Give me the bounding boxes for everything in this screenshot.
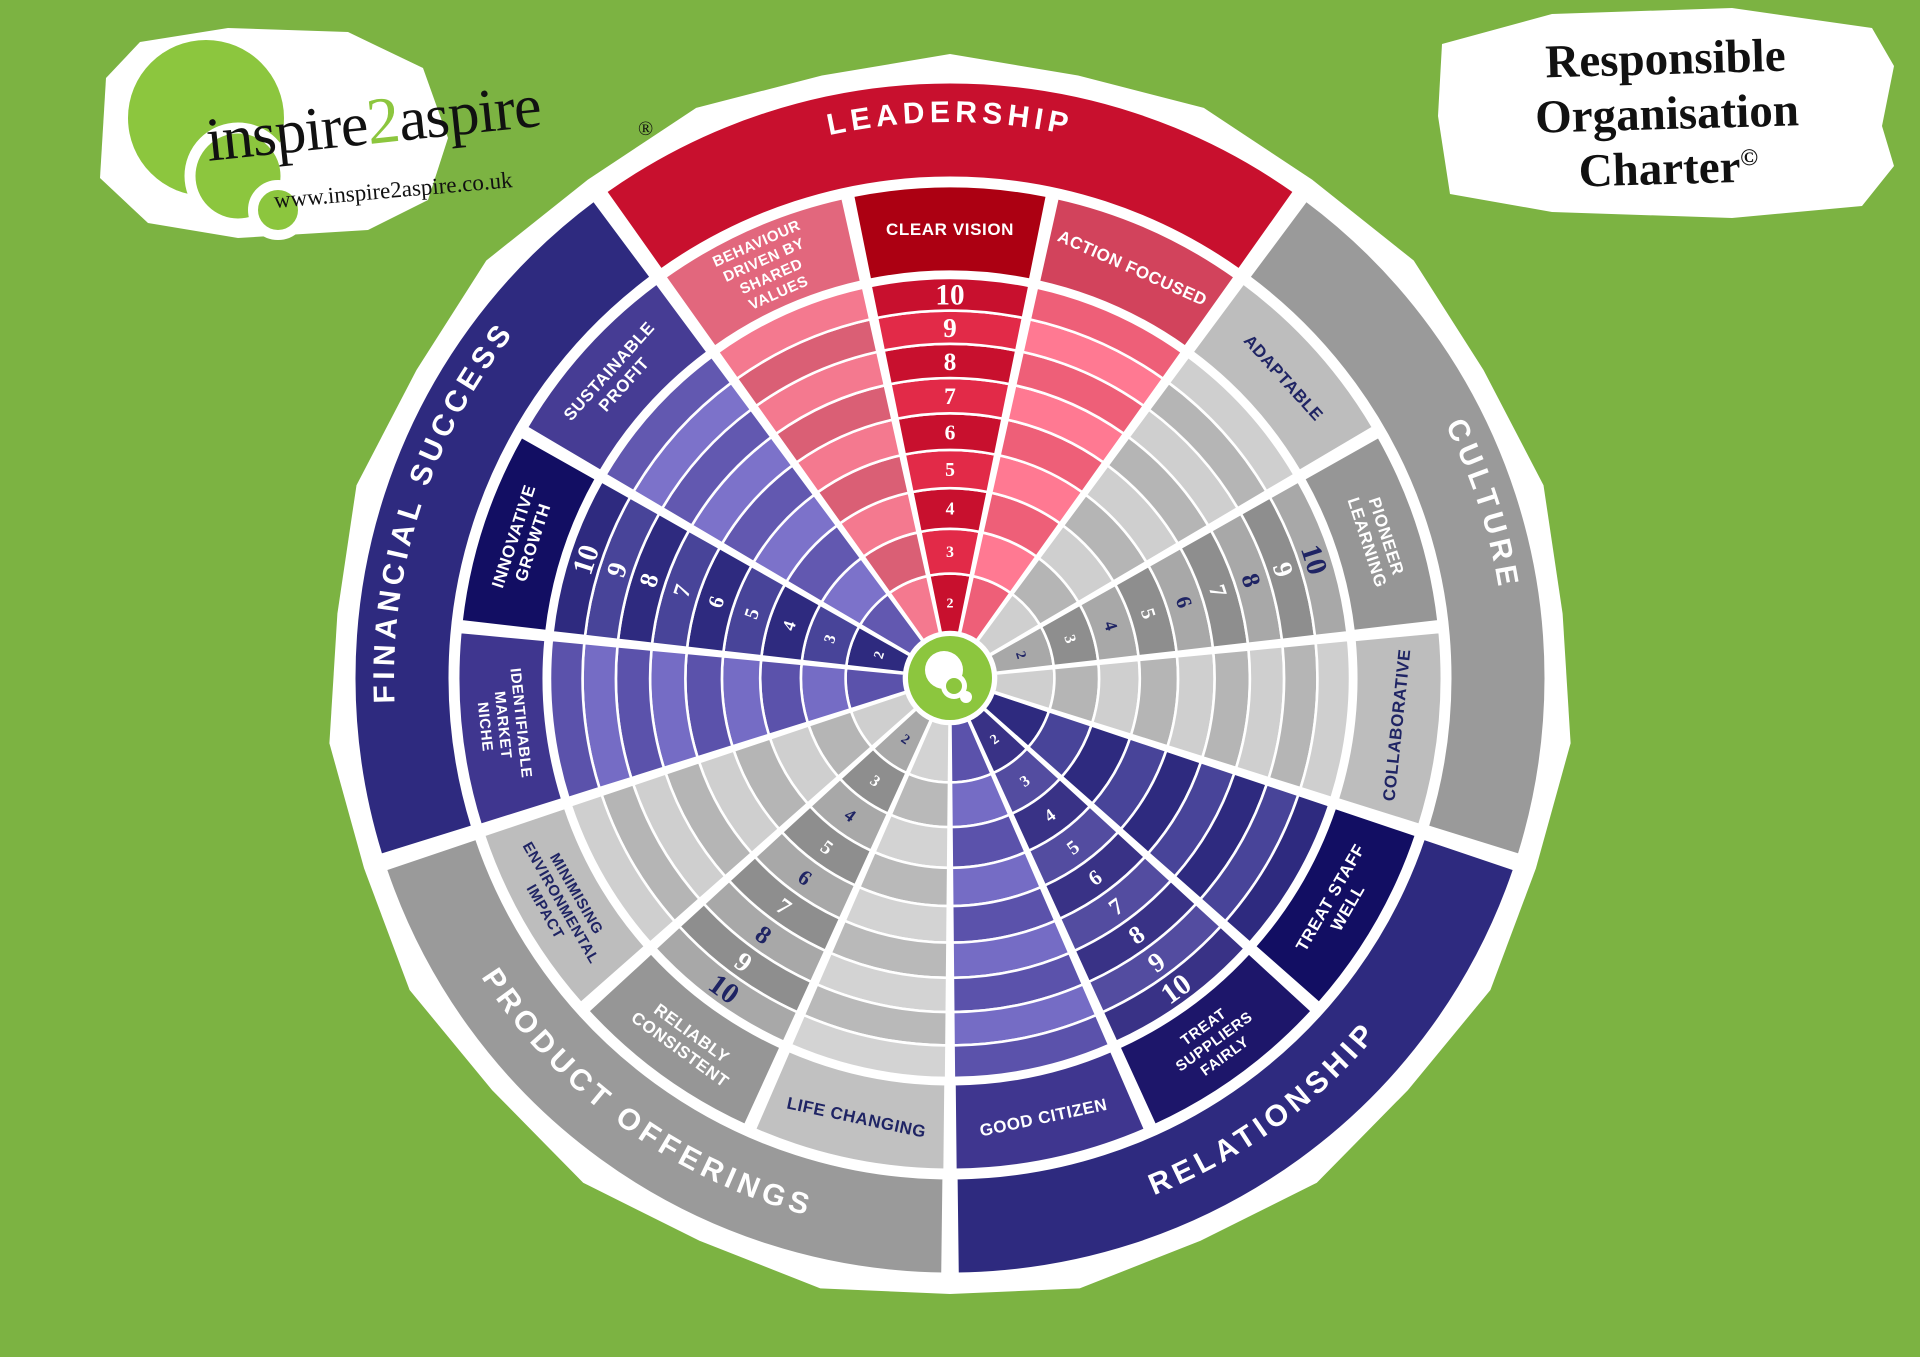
score-number-group: 5 — [945, 459, 955, 481]
score-cell[interactable] — [551, 479, 632, 638]
score-cell[interactable] — [653, 924, 800, 1044]
criteria-label: CLEAR VISION — [886, 220, 1014, 239]
score-cell[interactable] — [1028, 286, 1184, 381]
criteria-label-segment[interactable] — [456, 630, 565, 828]
score-number: 4 — [946, 499, 955, 519]
title-line-2: Organisation — [1534, 84, 1800, 144]
score-cell[interactable] — [1100, 924, 1247, 1044]
hub-logo-inner — [946, 678, 962, 694]
criteria-label-segment[interactable] — [585, 950, 783, 1128]
score-number-group: 8 — [944, 348, 957, 376]
criteria-label-segment[interactable] — [524, 280, 711, 474]
criteria-label-line: NICHE — [474, 701, 496, 752]
score-number: 6 — [945, 420, 956, 444]
title-card: Responsible Organisation Charter© — [1432, 6, 1902, 222]
criteria-label-segment[interactable] — [752, 1048, 948, 1172]
score-number-group: 6 — [945, 420, 956, 444]
score-number: 2 — [872, 650, 888, 661]
score-number-group: 2 — [947, 597, 954, 612]
score-cell[interactable] — [869, 276, 1031, 320]
criteria-label-segment[interactable] — [1189, 280, 1376, 474]
score-cell[interactable] — [758, 658, 810, 737]
score-number-group: 2 — [1012, 650, 1028, 661]
category-band[interactable] — [352, 198, 654, 858]
criteria-label-line: CLEAR VISION — [886, 220, 1014, 239]
score-cell[interactable] — [569, 793, 677, 945]
category-band[interactable] — [1246, 198, 1548, 858]
score-cell[interactable] — [1223, 793, 1331, 945]
criteria-label-line: MARKET — [491, 690, 515, 759]
score-number: 3 — [946, 544, 954, 561]
score-cell[interactable] — [1090, 658, 1142, 737]
criteria-label-segment[interactable] — [1117, 950, 1315, 1128]
criteria-label-segment[interactable] — [1252, 805, 1419, 1006]
page-title: Responsible Organisation Charter© — [1430, 25, 1904, 203]
category-band[interactable] — [954, 836, 1517, 1276]
score-cell[interactable] — [1268, 479, 1349, 638]
score-cell[interactable] — [952, 1013, 1111, 1080]
hub-logo-small — [960, 691, 972, 703]
score-number: 9 — [943, 313, 957, 343]
score-number-group: 2 — [872, 650, 888, 661]
score-number-group: 3 — [946, 544, 954, 561]
criteria-label-segment[interactable] — [850, 184, 1050, 282]
category-band-shape — [352, 198, 654, 858]
score-number: 2 — [947, 597, 954, 612]
category-band-shape — [954, 836, 1517, 1276]
category-band[interactable] — [603, 80, 1297, 273]
score-number: 7 — [944, 384, 956, 410]
category-band-shape — [1246, 198, 1548, 858]
criteria-label-segment[interactable] — [1301, 434, 1441, 633]
score-number: 2 — [1012, 650, 1028, 661]
score-number-group: 7 — [944, 384, 956, 410]
criteria-label-segment[interactable] — [1335, 630, 1444, 828]
criteria-label-segment[interactable] — [1036, 196, 1238, 350]
title-line-1: Responsible — [1544, 29, 1787, 89]
copyright-icon: © — [1739, 144, 1759, 172]
score-cell[interactable] — [716, 286, 872, 381]
score-cell[interactable] — [548, 638, 602, 800]
title-line-3: Charter — [1577, 140, 1742, 198]
criteria-label-segment[interactable] — [459, 434, 599, 633]
score-cell[interactable] — [1166, 354, 1297, 494]
score-cell[interactable] — [603, 354, 734, 494]
score-number: 5 — [945, 459, 955, 481]
score-number-group: 4 — [946, 499, 955, 519]
score-number: 8 — [944, 348, 957, 376]
score-cell[interactable] — [1298, 638, 1352, 800]
score-number: 10 — [935, 280, 964, 312]
score-number-group: 9 — [943, 313, 957, 343]
category-band[interactable] — [383, 836, 946, 1276]
score-cell[interactable] — [789, 1013, 948, 1080]
criteria-label-segment[interactable] — [481, 805, 648, 1006]
category-band-shape — [383, 836, 946, 1276]
criteria-label-segment[interactable] — [662, 196, 864, 350]
category-band-shape — [603, 80, 1297, 273]
criteria-label-segment[interactable] — [952, 1048, 1148, 1172]
score-number-group: 10 — [935, 280, 964, 312]
